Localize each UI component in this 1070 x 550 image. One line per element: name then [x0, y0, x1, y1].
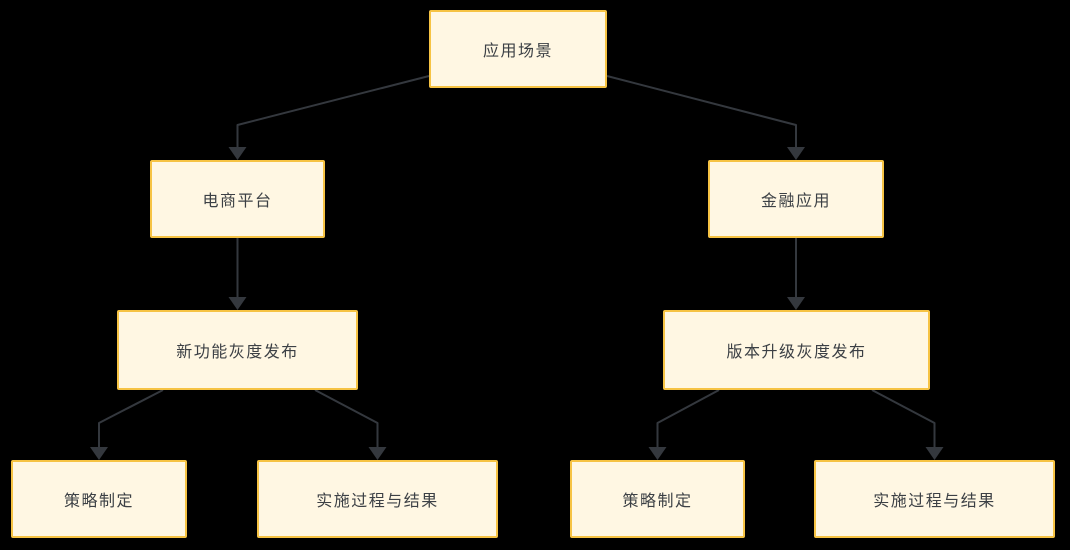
arrowhead-icon	[228, 297, 247, 310]
edge-ecommerce-to-feature-release	[228, 238, 247, 310]
edge-root-to-ecommerce	[228, 75, 430, 160]
node-version-release-label: 版本升级灰度发布	[726, 344, 867, 361]
arrowhead-icon	[228, 147, 247, 160]
node-feature-release: 新功能灰度发布	[117, 310, 358, 390]
node-strategy-ecommerce-label: 策略制定	[63, 493, 134, 510]
node-strategy-finance-label: 策略制定	[622, 493, 693, 510]
node-implementation-finance-label: 实施过程与结果	[873, 493, 996, 510]
node-feature-release-label: 新功能灰度发布	[176, 344, 299, 361]
node-ecommerce: 电商平台	[150, 160, 325, 238]
edge-finance-to-version-release	[787, 238, 805, 310]
node-finance: 金融应用	[708, 160, 884, 238]
node-ecommerce-label: 电商平台	[202, 193, 273, 210]
arrowhead-icon	[648, 447, 667, 460]
node-version-release: 版本升级灰度发布	[663, 310, 930, 390]
edge-feature-release-to-implementation-ecommerce	[314, 389, 387, 460]
edge-feature-release-to-strategy-ecommerce	[90, 389, 164, 460]
node-implementation-ecommerce: 实施过程与结果	[257, 460, 498, 538]
node-strategy-finance: 策略制定	[570, 460, 745, 538]
node-finance-label: 金融应用	[760, 193, 831, 210]
node-strategy-ecommerce: 策略制定	[11, 460, 187, 538]
node-implementation-finance: 实施过程与结果	[814, 460, 1055, 538]
edge-version-release-to-strategy-finance	[648, 389, 720, 460]
arrowhead-icon	[90, 447, 108, 460]
node-implementation-ecommerce-label: 实施过程与结果	[316, 493, 439, 510]
arrowhead-icon	[925, 447, 944, 460]
edge-root-to-finance	[606, 75, 805, 160]
arrowhead-icon	[787, 147, 805, 160]
edge-version-release-to-implementation-finance	[871, 389, 944, 460]
node-root: 应用场景	[429, 10, 607, 88]
node-root-label: 应用场景	[482, 43, 553, 60]
arrowhead-icon	[787, 297, 805, 310]
arrowhead-icon	[368, 447, 387, 460]
